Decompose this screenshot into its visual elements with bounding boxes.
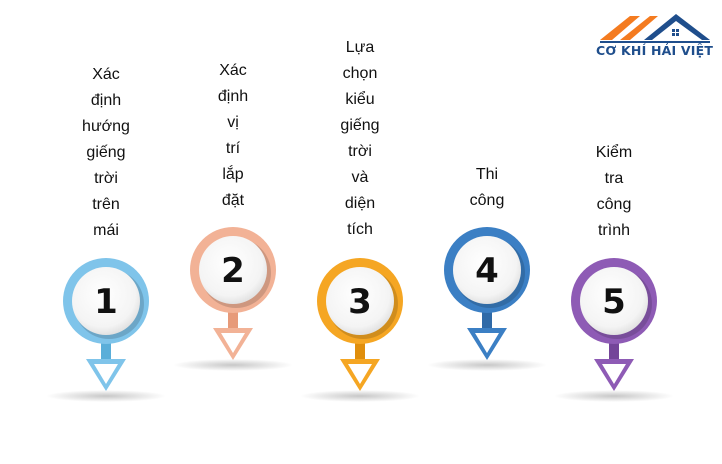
step-4-number: 4 — [475, 251, 499, 291]
step-1-pin: 1 — [46, 258, 166, 402]
step-2-pin: 2 — [173, 227, 293, 371]
pin-pointer-inner — [602, 364, 626, 384]
step-3-pin: 3 — [300, 258, 420, 402]
step-2-label: Xác định vị trí lắp đặt — [217, 62, 249, 209]
pin-pointer-inner — [348, 364, 372, 384]
step-2-number: 2 — [221, 251, 245, 291]
pin-stem — [101, 331, 111, 361]
pin-stem — [228, 300, 238, 330]
step-5-number: 5 — [602, 282, 626, 322]
house-roof-icon — [600, 14, 710, 43]
pin-pointer-inner — [475, 333, 499, 353]
brand-logo: CƠ KHÍ HẢI VIỆT — [596, 10, 716, 64]
step-4-pin: 4 — [427, 227, 547, 371]
pin-face — [72, 267, 140, 335]
pin-shadow — [300, 390, 420, 402]
step-5-label: Kiểm tra công trình — [595, 144, 633, 239]
pin-pointer-inner — [221, 333, 245, 353]
pin-face — [580, 267, 648, 335]
pin-stem — [609, 331, 619, 361]
step-3-label: Lựa chọn kiểu giếng trời và diện tích — [340, 39, 380, 238]
pin-face — [326, 267, 394, 335]
pin-shadow — [46, 390, 166, 402]
pin-shadow — [554, 390, 674, 402]
pin-face — [453, 236, 521, 304]
pin-shadow — [173, 359, 293, 371]
brand-name: CƠ KHÍ HẢI VIỆT — [596, 43, 714, 58]
step-4-label: Thi công — [469, 166, 505, 209]
step-5-pin: 5 — [554, 258, 674, 402]
step-1-number: 1 — [94, 282, 118, 322]
step-1-label: Xác định hướng giếng trời trên mái — [82, 66, 130, 239]
pin-pointer-inner — [94, 364, 118, 384]
step-3-number: 3 — [348, 282, 372, 322]
pin-stem — [355, 331, 365, 361]
pin-stem — [482, 300, 492, 330]
pin-face — [199, 236, 267, 304]
pin-shadow — [427, 359, 547, 371]
